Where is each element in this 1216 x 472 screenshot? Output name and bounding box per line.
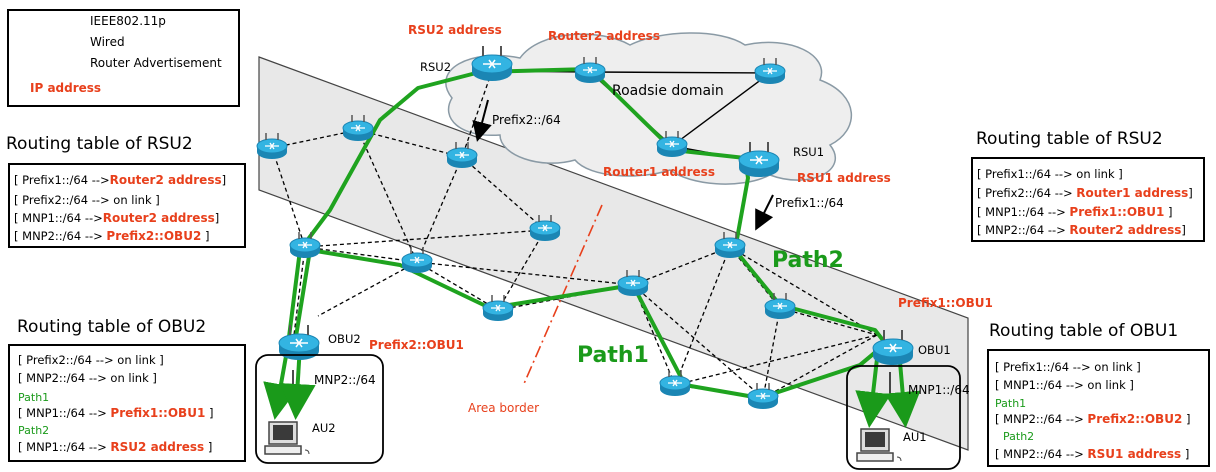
rsu1-address-label: RSU1 address — [797, 171, 891, 185]
rsu2-label: RSU2 — [420, 60, 452, 74]
rsu2-left-table: [ Prefix1::/64 -->Router2 address] [ Pre… — [8, 163, 246, 248]
prefix2-obu1-label: Prefix2::OBU1 — [369, 338, 464, 352]
au1-frame — [846, 365, 961, 470]
rsu2-router-icon — [471, 45, 513, 82]
obu2-table-title: Routing table of OBU2 — [17, 317, 207, 337]
table-row: [ Prefix1::/64 -->Router2 address] — [14, 173, 227, 187]
vehicle-router-icon — [289, 231, 321, 259]
table-row: [ Prefix2::/64 --> Router1 address] — [977, 186, 1193, 200]
obu1-table-title: Routing table of OBU1 — [989, 321, 1179, 341]
table-row: Path2 — [1003, 430, 1035, 443]
table-row: [ Prefix1::/64 --> on link ] — [995, 360, 1141, 374]
obu1-label: OBU1 — [918, 343, 951, 357]
table-row: [ Prefix2::/64 --> on link ] — [18, 353, 164, 367]
rsu2-right-table-title: Routing table of RSU2 — [976, 129, 1163, 149]
ra-arrow-prefix2 — [472, 99, 492, 142]
table-row: Path1 — [995, 397, 1027, 410]
table-row: [ MNP2::/64 --> Prefix2::OBU2 ] — [14, 229, 210, 243]
path1-label: Path1 — [577, 343, 649, 368]
au1-label: AU1 — [903, 430, 927, 444]
table-row: Path2 — [18, 424, 50, 437]
prefix1-obu1-label: Prefix1::OBU1 — [898, 296, 993, 310]
ra-arrow-prefix1 — [755, 194, 774, 231]
path2-label: Path2 — [772, 248, 844, 273]
table-row: [ MNP1::/64 --> Prefix1::OBU1 ] — [977, 205, 1173, 219]
roadside-domain-label: Roadsie domain — [612, 83, 724, 99]
rsu1-label: RSU1 — [793, 145, 825, 159]
table-row: [ MNP2::/64 --> RSU1 address ] — [995, 447, 1190, 461]
mnp1-label: MNP1::/64 — [908, 383, 970, 397]
vehicle-router-icon — [659, 369, 691, 397]
table-row: [ MNP1::/64 --> RSU2 address ] — [18, 440, 213, 454]
obu2-label: OBU2 — [328, 332, 361, 346]
prefix2-label: Prefix2::/64 — [492, 113, 561, 127]
au2-frame — [255, 354, 384, 464]
prefix1-label: Prefix1::/64 — [775, 196, 844, 210]
obu1-table: [ Prefix1::/64 --> on link ] [ MNP1::/64… — [987, 349, 1210, 467]
table-row: [ MNP1::/64 --> on link ] — [995, 378, 1134, 392]
table-row: [ Prefix1::/64 --> on link ] — [977, 167, 1123, 181]
au1-computer-icon — [856, 428, 902, 462]
legend-wireless-label: IEEE802.11p — [90, 14, 166, 28]
table-row: [ MNP2::/64 --> Router2 address] — [977, 223, 1186, 237]
area-border-label: Area border — [468, 401, 540, 415]
table-row: [ MNP1::/64 --> Prefix1::OBU1 ] — [18, 406, 214, 420]
rsu2-right-table: [ Prefix1::/64 --> on link ] [ Prefix2::… — [971, 157, 1205, 242]
table-row: [ MNP2::/64 --> on link ] — [18, 371, 157, 385]
table-row: [ MNP2::/64 --> Prefix2::OBU2 ] — [995, 412, 1191, 426]
table-row: [ Prefix2::/64 --> on link ] — [14, 193, 160, 207]
table-row: Path1 — [18, 391, 50, 404]
rsu2-address-label: RSU2 address — [408, 23, 502, 37]
mnp2-label: MNP2::/64 — [314, 373, 376, 387]
legend-wired-label: Wired — [90, 35, 125, 49]
rsu2-left-table-title: Routing table of RSU2 — [6, 134, 193, 154]
au2-label: AU2 — [312, 421, 336, 435]
legend-ip-label: IP address — [30, 81, 102, 95]
obu2-table: [ Prefix2::/64 --> on link ] [ MNP2::/64… — [8, 344, 246, 462]
table-row: [ MNP1::/64 -->Router2 address] — [14, 211, 220, 225]
legend-box — [7, 9, 240, 107]
router2-address-label: Router2 address — [548, 29, 660, 43]
au2-computer-icon — [264, 421, 310, 455]
legend-ra-label: Router Advertisement — [90, 56, 222, 70]
vehicle-router-icon — [482, 294, 514, 322]
vehicle-router-icon — [747, 382, 779, 410]
router1-address-label: Router1 address — [603, 165, 715, 179]
